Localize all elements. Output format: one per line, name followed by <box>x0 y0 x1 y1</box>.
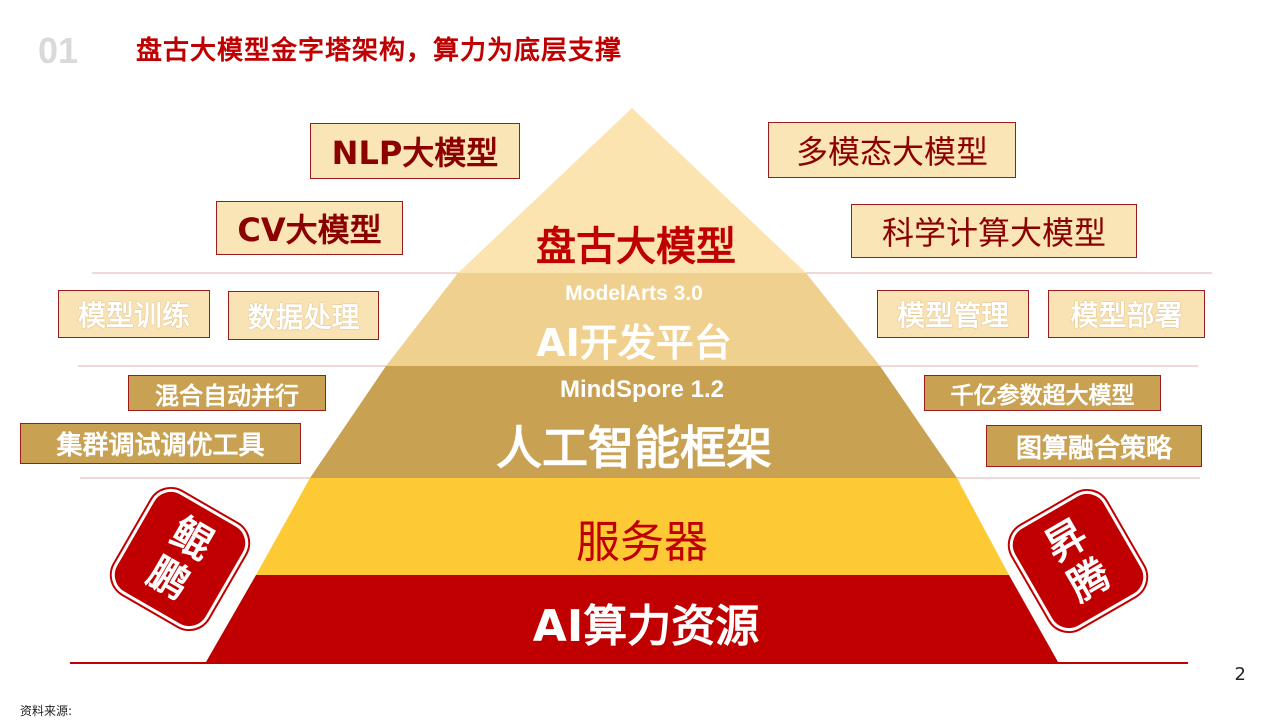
label-100b-parameter-model: 千亿参数超大模型 <box>924 375 1161 411</box>
source-note: 资料来源: <box>20 704 73 718</box>
badge-kunpeng-text: 鲲 鹏 <box>139 509 221 609</box>
page-number: 2 <box>1234 664 1246 685</box>
layer-label-ai-framework: 人工智能框架 <box>496 421 772 475</box>
label-nlp-model: NLP大模型 <box>310 123 520 179</box>
label-graph-kernel-fusion: 图算融合策略 <box>986 425 1202 467</box>
layer-label-pangu: 盘古大模型 <box>536 224 736 270</box>
badge-ascend-text: 昇 腾 <box>1037 511 1119 611</box>
pyramid-layer-compute <box>206 575 1058 662</box>
label-scientific-model: 科学计算大模型 <box>851 204 1137 258</box>
label-hybrid-parallel: 混合自动并行 <box>128 375 326 411</box>
pyramid-layer-server <box>256 478 1009 575</box>
layer-sublabel-modelarts: ModelArts 3.0 <box>565 282 703 305</box>
pyramid-layer-top <box>458 108 806 273</box>
label-multimodal-model: 多模态大模型 <box>768 122 1016 178</box>
page-title: 盘古大模型金字塔架构，算力为底层支撑 <box>136 36 623 66</box>
layer-sublabel-mindspore: MindSpore 1.2 <box>559 376 725 403</box>
pyramid-layer-platform <box>386 273 880 366</box>
label-model-management: 模型管理 <box>877 290 1029 338</box>
section-number: 01 <box>38 30 79 71</box>
layer-label-server: 服务器 <box>576 517 708 568</box>
pyramid-layer-framework <box>310 366 957 478</box>
label-model-training: 模型训练 <box>58 290 210 338</box>
label-data-processing: 数据处理 <box>228 291 379 340</box>
label-cv-model: CV大模型 <box>216 201 403 255</box>
layer-label-ai-platform: AI开发平台 <box>536 321 732 365</box>
label-cluster-debug-tools: 集群调试调优工具 <box>20 423 301 464</box>
layer-label-compute: AI算力资源 <box>532 601 760 652</box>
label-model-deployment: 模型部署 <box>1048 290 1205 338</box>
